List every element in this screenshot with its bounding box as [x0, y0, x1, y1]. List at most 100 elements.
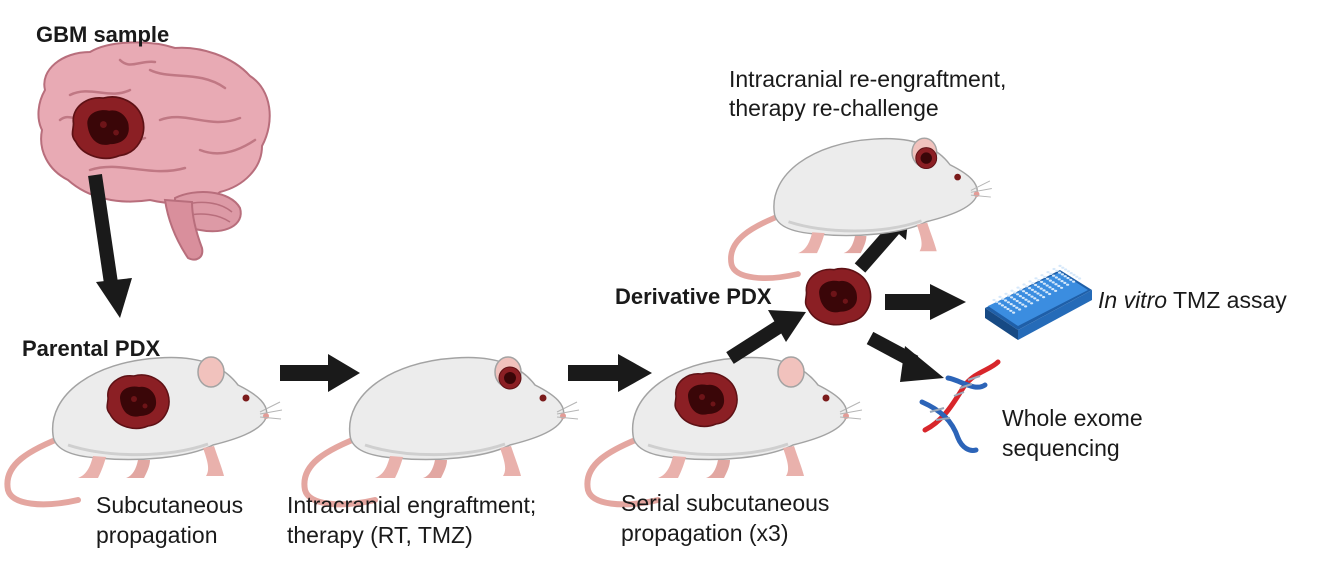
plate-well [1072, 273, 1076, 276]
plate-well [1022, 283, 1026, 286]
plate-well [1066, 283, 1070, 286]
plate-well [1043, 275, 1047, 279]
wes-label-line1: Whole exome [1002, 405, 1143, 431]
plate-well [1024, 298, 1028, 301]
plate-well [1034, 277, 1038, 280]
plate-well [1069, 278, 1073, 281]
plate-well [1004, 292, 1008, 295]
plate-well [992, 298, 996, 302]
plate-well [1006, 307, 1010, 311]
plate-well [1030, 302, 1034, 305]
plate-well [1064, 268, 1068, 271]
plate-well [1021, 296, 1025, 299]
plate-well [1046, 277, 1050, 280]
plate-well [1060, 286, 1064, 289]
plate-well [1031, 282, 1035, 285]
plate-well [1007, 294, 1011, 297]
plate-well [1045, 284, 1049, 287]
plate-well [998, 302, 1002, 305]
plate-well [1006, 301, 1011, 304]
arrow-icon [885, 284, 966, 320]
plate-well [1024, 291, 1028, 295]
plate-well [1048, 292, 1052, 296]
parental-pdx-label: Parental PDX [22, 336, 161, 361]
plate-well [1075, 275, 1079, 278]
plate-well [1061, 266, 1065, 269]
arrow-icon [88, 173, 132, 318]
plate-well [1019, 288, 1023, 291]
plate-well [1072, 280, 1076, 283]
plate-well [1054, 276, 1058, 279]
plate-well [1030, 295, 1034, 298]
gbm-sample-label: GBM sample [36, 22, 170, 47]
dna-icon [919, 359, 1001, 453]
plate-well [1000, 304, 1005, 307]
plate-well [1003, 306, 1007, 309]
plate-well [1046, 271, 1050, 274]
plate-well [1039, 287, 1043, 290]
subcutaneous-label-line2: propagation [96, 522, 218, 548]
plate-well [1034, 283, 1038, 287]
plate-well [1042, 296, 1046, 299]
plate-well [1039, 294, 1043, 297]
brain-icon [37, 41, 271, 261]
plate-well [1018, 308, 1022, 311]
plate-well [1018, 301, 1022, 304]
plate-well [1009, 309, 1013, 312]
invitro-rest: TMZ assay [1167, 287, 1287, 313]
mouse-icon [7, 357, 282, 504]
plate-well [1058, 271, 1062, 274]
plate-well [1042, 282, 1046, 285]
plate-well [1012, 304, 1016, 307]
plate-well [1010, 289, 1014, 292]
plate-well [1010, 296, 1014, 299]
invitro-assay-label: In vitro TMZ assay [1098, 286, 1287, 315]
plate-well [1060, 273, 1064, 276]
plate-well [1015, 299, 1019, 303]
intracranial-label-line1: Intracranial engraftment; [287, 492, 537, 518]
plate-well [1078, 277, 1082, 280]
plate-well [1049, 272, 1053, 275]
plate-well [1063, 275, 1067, 278]
plate-well [1013, 291, 1017, 294]
plate-well [1012, 311, 1016, 314]
plate-well [1042, 289, 1046, 292]
plate-well [1016, 293, 1020, 296]
plate-well [1040, 274, 1044, 277]
plate-well [1048, 279, 1052, 282]
arrow-icon [568, 354, 652, 392]
plate-well [1022, 290, 1026, 293]
plate-well [1054, 289, 1058, 292]
serial-label-line2: propagation (x3) [621, 520, 789, 546]
plate-well [1036, 292, 1040, 295]
plate-well [998, 295, 1002, 298]
plate-well [1051, 288, 1055, 291]
plate-well [1018, 295, 1023, 298]
plate-well [1055, 269, 1059, 272]
reengraftment-label-line2: therapy re-challenge [729, 95, 939, 121]
plate-well [1052, 267, 1056, 271]
plate-well [1033, 290, 1037, 293]
plate-well [1028, 280, 1032, 283]
plate-well [1021, 303, 1025, 306]
plate-well [1016, 286, 1020, 289]
well-plate-icon [985, 264, 1092, 340]
plate-well [1066, 270, 1070, 273]
plate-well [1048, 286, 1052, 289]
plate-well [1058, 264, 1062, 267]
invitro-italic: In vitro [1098, 287, 1168, 313]
plate-well [1052, 274, 1056, 277]
plate-well [1040, 280, 1044, 283]
plate-well [1069, 272, 1073, 275]
arrow-icon [726, 310, 806, 364]
plate-well [1051, 281, 1055, 284]
plate-well [1036, 299, 1040, 302]
plate-well [1028, 287, 1032, 290]
plate-well [1009, 303, 1013, 306]
plate-well [1012, 298, 1017, 301]
tumor-icon [804, 267, 872, 326]
plate-well [1066, 276, 1070, 280]
plate-well [1025, 285, 1029, 288]
wes-label-line2: sequencing [1002, 435, 1120, 461]
